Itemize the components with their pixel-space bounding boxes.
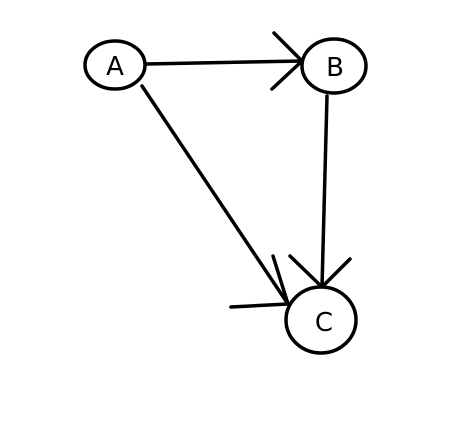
node-b: B <box>300 37 368 95</box>
edge-a-to-b <box>144 31 304 91</box>
node-c: C <box>284 285 358 355</box>
node-a: A <box>83 39 147 91</box>
edge-a-to-b-line <box>144 59 304 66</box>
edge-a-to-c-arrowhead-upper <box>271 254 290 306</box>
edge-a-to-c <box>140 84 290 309</box>
edge-b-to-c <box>288 94 352 289</box>
node-b-label: B <box>326 53 344 83</box>
edge-a-to-c-arrowhead-left <box>229 302 290 309</box>
node-a-label: A <box>106 52 124 82</box>
edge-b-to-c-arrowhead-right <box>320 257 352 289</box>
edge-b-to-c-arrowhead-left <box>288 254 324 289</box>
node-c-label: C <box>315 308 333 338</box>
node-a-ellipse <box>83 39 147 91</box>
node-c-ellipse <box>284 285 358 355</box>
edge-a-to-b-arrowhead-lower <box>270 59 304 91</box>
node-b-ellipse <box>300 37 368 95</box>
edge-a-to-c-line <box>140 84 290 306</box>
edge-a-to-b-arrowhead-upper <box>272 31 304 63</box>
edge-b-to-c-line <box>320 94 329 289</box>
